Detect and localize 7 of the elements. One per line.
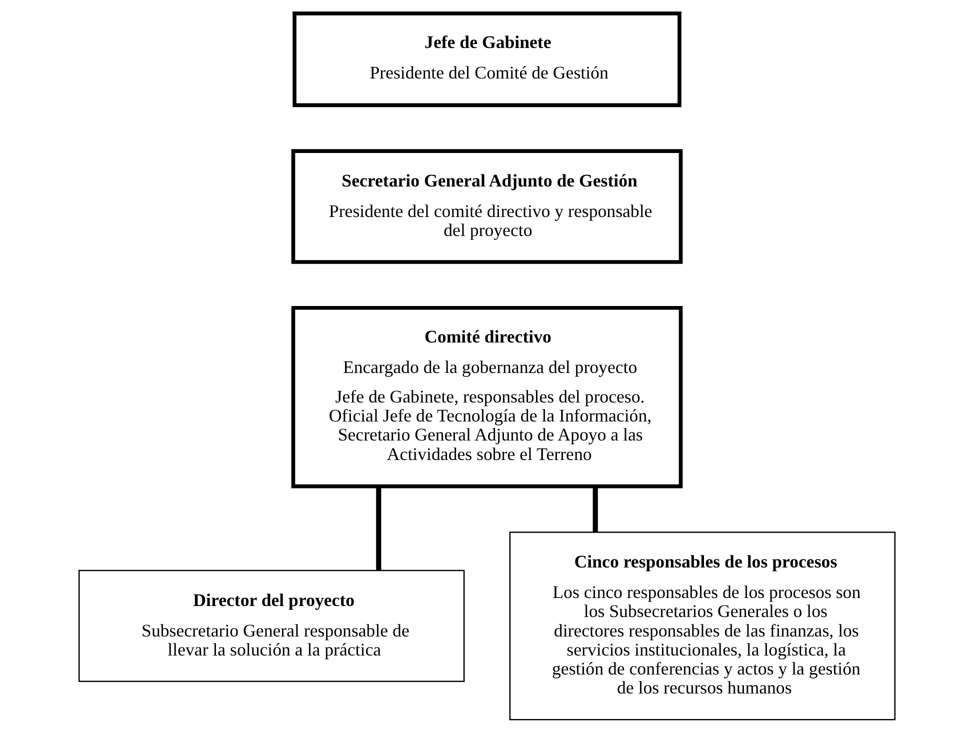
- node-box: Comité directivo Encargado de la gobernanza del proyecto Jefe de Gabinete, responsables del proceso. Oficial Jefe de Tecnología de la Información, Secretario General Adjunto de Apoyo a las Actividades sobre el Terreno: [290, 306, 682, 488]
- node-box: Jefe de Gabinete Presidente del Comité de Gestión: [292, 12, 681, 108]
- connector: [592, 486, 598, 532]
- node-box: Cinco responsables de los procesos Los cinco responsables de los procesos son los Subsecretarios Generales o los directores responsables de las finanzas, los servicios institucionales, la logística, la gestión de conferencias y actos y la gestión de los recursos humanos: [508, 532, 896, 720]
- connector: [376, 486, 381, 570]
- node-box: Secretario General Adjunto de Gestión Presidente del comité directivo y responsable del proyecto: [290, 149, 682, 264]
- node-box: Director del proyecto Subsecretario General responsable de llevar la solución a la práctica: [78, 570, 464, 682]
